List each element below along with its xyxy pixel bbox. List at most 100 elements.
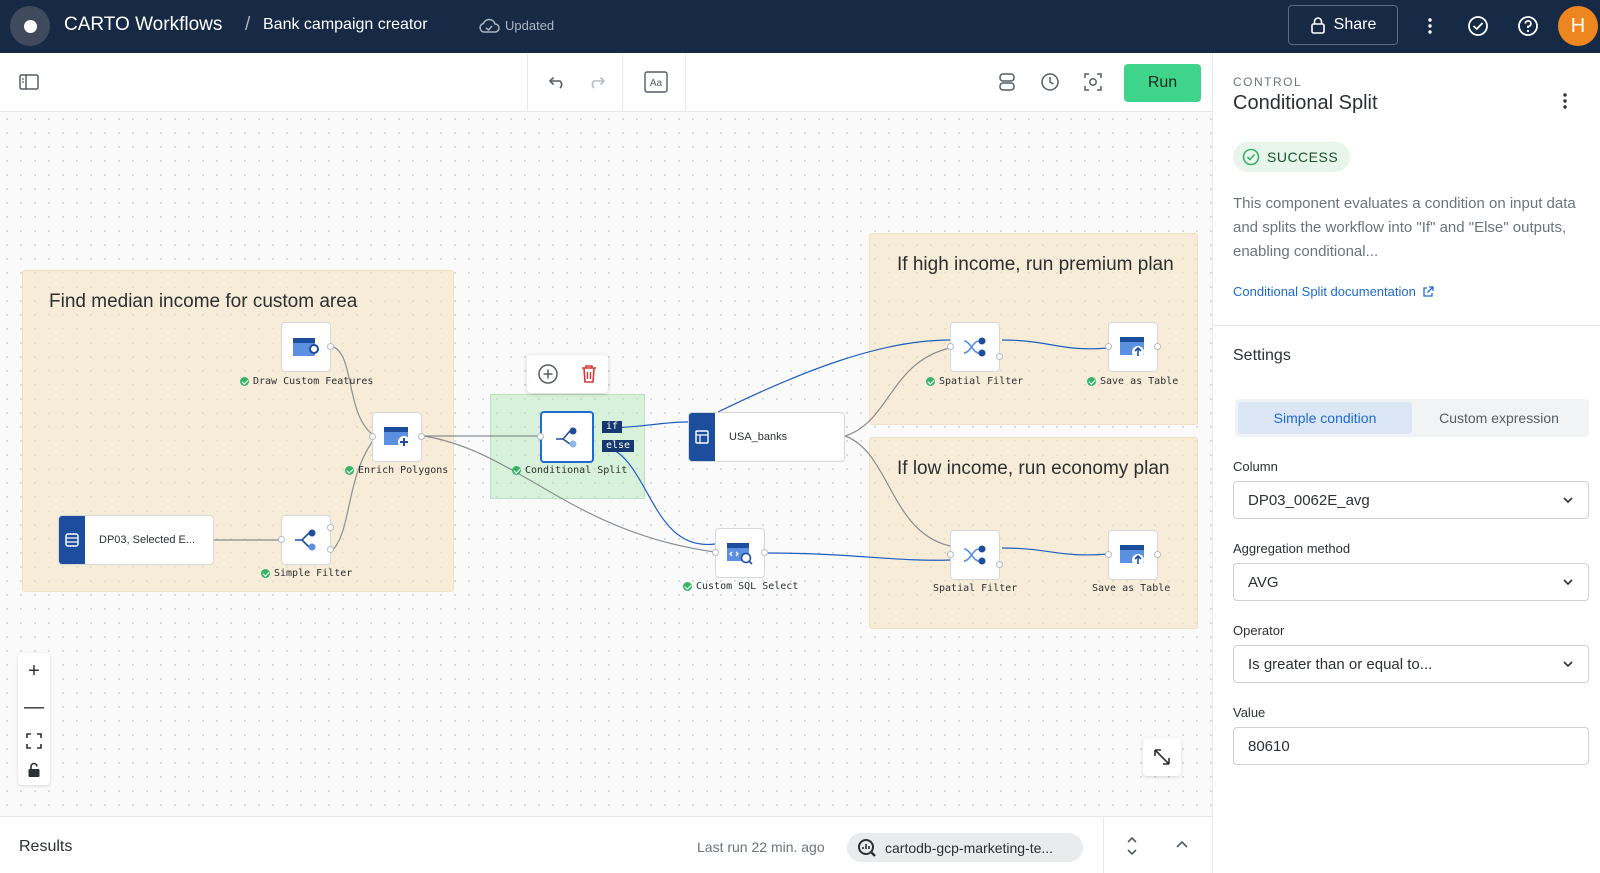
conditional-split-icon (556, 427, 577, 448)
status-badge: SUCCESS (1233, 142, 1351, 172)
if-output-tag[interactable]: if (602, 421, 623, 433)
external-link-icon (1423, 285, 1434, 297)
custom-expression-tab[interactable]: Custom expression (1439, 410, 1559, 426)
node-label: Enrich Polygons (345, 465, 448, 476)
aggregation-label: Aggregation method (1233, 541, 1351, 556)
check-circle-icon[interactable] (1466, 14, 1490, 38)
connection-chip[interactable]: cartodb-gcp-marketing-te... (847, 833, 1083, 862)
success-check-icon (345, 466, 354, 475)
carto-logo-icon[interactable] (10, 6, 50, 46)
success-check-icon (240, 377, 249, 386)
else-output-tag[interactable]: else (602, 440, 635, 452)
spatial-filter-icon (963, 337, 986, 357)
history-icon[interactable] (1037, 69, 1063, 95)
node-save-as-table-high[interactable] (1105, 322, 1161, 372)
edge (767, 552, 951, 561)
node-custom-sql-select[interactable] (712, 528, 768, 578)
svg-text:Aa: Aa (650, 78, 663, 89)
node-usa-banks[interactable]: USA_banks (688, 412, 845, 462)
properties-panel: CONTROL Conditional Split SUCCESS This c… (1212, 53, 1600, 873)
share-label: Share (1333, 16, 1377, 33)
value-input[interactable]: 80610 (1233, 727, 1589, 765)
edge (330, 441, 373, 553)
fit-view-icon[interactable] (26, 732, 42, 749)
run-button[interactable]: Run (1124, 64, 1201, 102)
component-title: Conditional Split (1233, 92, 1378, 114)
workflow-canvas[interactable]: Find median income for custom area If hi… (0, 112, 1212, 816)
custom-sql-icon (727, 543, 753, 565)
node-draw-custom-features[interactable] (281, 322, 334, 372)
node-conditional-split[interactable] (537, 411, 594, 463)
more-vertical-icon[interactable] (1418, 14, 1442, 38)
node-simple-filter[interactable] (278, 515, 334, 565)
success-check-icon (261, 569, 270, 578)
node-spatial-filter-low[interactable] (947, 530, 1003, 580)
workflow-settings-icon[interactable] (1080, 69, 1106, 95)
save-table-icon (1120, 545, 1144, 566)
node-label: Simple Filter (261, 568, 352, 579)
aggregation-select[interactable]: AVG (1233, 563, 1589, 601)
success-check-icon (926, 377, 935, 386)
node-spatial-filter-high[interactable] (947, 322, 1003, 372)
chevron-up-icon[interactable] (1175, 839, 1189, 849)
node-dp03-source[interactable]: DP03, Selected E... (58, 515, 214, 565)
share-button[interactable]: Share (1288, 5, 1398, 45)
results-title[interactable]: Results (19, 838, 73, 855)
database-icon[interactable] (994, 69, 1020, 95)
undo-icon[interactable] (544, 69, 570, 95)
node-action-toolbar (527, 355, 608, 393)
success-check-icon (683, 582, 692, 591)
zoom-in-icon[interactable]: + (28, 659, 40, 682)
more-vertical-icon[interactable] (1563, 93, 1567, 109)
group-title: Find median income for custom area (49, 291, 358, 312)
settings-heading: Settings (1233, 347, 1291, 364)
operator-label: Operator (1233, 623, 1285, 638)
expand-canvas-icon[interactable] (1143, 738, 1181, 776)
save-table-icon (1120, 337, 1144, 358)
breadcrumb-separator: / (245, 14, 251, 35)
operator-select[interactable]: Is greater than or equal to... (1233, 645, 1589, 683)
user-avatar[interactable]: H (1558, 6, 1598, 46)
text-annotation-icon[interactable]: Aa (643, 69, 669, 95)
node-label: Custom SQL Select (683, 581, 798, 592)
enrich-polygons-icon (384, 427, 410, 448)
connection-name: cartodb-gcp-marketing-te... (885, 839, 1054, 856)
lock-icon (1310, 17, 1325, 34)
canvas-toolbar: Aa Run (0, 53, 1212, 112)
workflow-name[interactable]: Bank campaign creator (263, 16, 428, 33)
add-node-icon[interactable] (537, 363, 559, 385)
node-label: Save as Table (1087, 376, 1178, 387)
results-bar: Results Last run 22 min. ago cartodb-gcp… (0, 816, 1212, 873)
success-check-icon (1242, 148, 1260, 166)
edge (603, 445, 716, 545)
edge (330, 345, 373, 435)
app-title[interactable]: CARTO Workflows (64, 14, 223, 35)
edge (1001, 547, 1109, 556)
redo-icon[interactable] (584, 69, 610, 95)
table-source-icon (689, 413, 715, 461)
component-description: This component evaluates a condition on … (1233, 195, 1576, 260)
simple-condition-tab[interactable]: Simple condition (1238, 402, 1412, 434)
column-label: Column (1233, 459, 1278, 474)
cloud-check-icon (479, 18, 500, 33)
column-select[interactable]: DP03_0062E_avg (1233, 481, 1589, 519)
resize-vertical-icon[interactable] (1125, 836, 1139, 856)
lock-canvas-icon[interactable] (27, 762, 41, 778)
workflow-edges (214, 339, 1109, 561)
value-label: Value (1233, 705, 1266, 720)
node-save-as-table-low[interactable] (1105, 530, 1161, 580)
help-icon[interactable] (1516, 14, 1540, 38)
component-category: CONTROL (1233, 75, 1303, 89)
zoom-controls: + — (18, 653, 50, 785)
zoom-out-icon[interactable]: — (24, 696, 44, 719)
bigquery-icon (858, 838, 876, 857)
documentation-link[interactable]: Conditional Split documentation (1233, 284, 1434, 299)
toggle-sidebar-icon[interactable] (16, 69, 42, 95)
edge (423, 435, 716, 553)
node-enrich-polygons[interactable] (369, 412, 425, 462)
edge (1001, 339, 1109, 350)
spatial-filter-icon (963, 545, 986, 565)
delete-icon[interactable] (580, 364, 598, 384)
node-label: Spatial Filter (933, 583, 1018, 594)
simple-filter-icon (295, 529, 316, 551)
